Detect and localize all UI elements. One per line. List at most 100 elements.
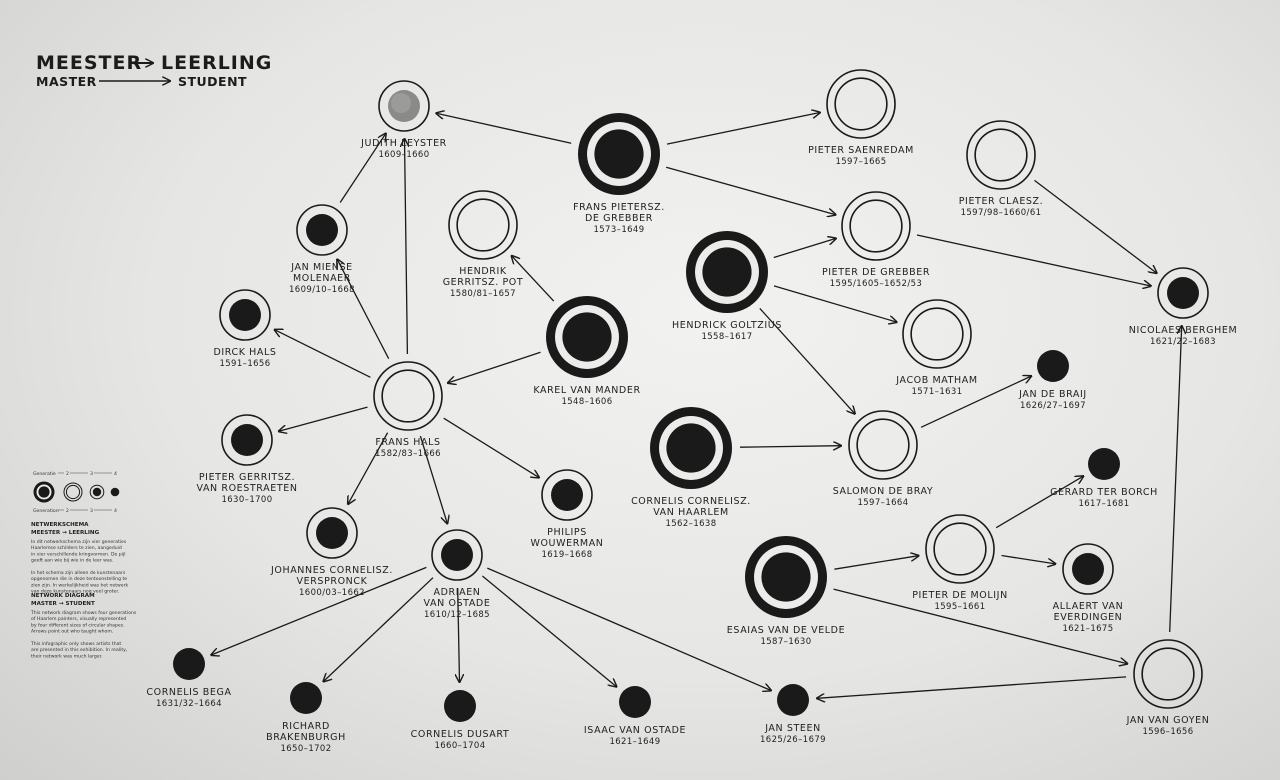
gen2-double-ring-icon (902, 299, 972, 369)
artist-name: GERRITSZ. POT (443, 277, 524, 288)
gen4-dot-icon (1037, 350, 1069, 382)
artist-name: JUDITH LEYSTER (360, 138, 447, 149)
arrow-adriaen-van-ostade-to-jan-steen (487, 567, 771, 690)
artist-name: RICHARD (282, 721, 330, 732)
artist-name: EVERDINGEN (1054, 612, 1123, 623)
artist-years: 1617–1681 (1078, 499, 1129, 509)
legend-nl-subheading: MEESTER → LEERLING (31, 530, 100, 536)
artist-name: CORNELIS CORNELISZ. (631, 496, 751, 507)
svg-text:4: 4 (114, 471, 117, 477)
artist-name: HENDRIK (459, 266, 507, 277)
artist-years: 1650–1702 (280, 744, 331, 754)
arrow-frans-de-grebber-to-pieter-de-grebber (666, 166, 835, 215)
arrow-hendrick-goltzius-to-salomon-de-bray (759, 307, 855, 413)
arrow-karel-van-mander-to-hendrick-pot (512, 256, 555, 302)
gen2-double-ring-icon (1133, 639, 1203, 709)
artist-name: FRANS PIETERSZ. (573, 202, 665, 213)
artist-name: JAN MIENSE (290, 262, 352, 273)
artist-years: 1630–1700 (221, 495, 272, 505)
artist-years: 1610/12–1685 (424, 610, 490, 620)
artist-years: 1595–1661 (934, 602, 985, 612)
arrow-jan-van-goyen-to-jan-steen (817, 676, 1127, 698)
artist-name: PIETER DE GREBBER (822, 267, 930, 278)
arrow-frans-hals-to-pieter-van-roestraeten (279, 406, 368, 431)
gen4-dot-icon (444, 690, 476, 722)
artist-years: 1573–1649 (593, 225, 644, 235)
artist-name: MOLENAER (293, 273, 351, 284)
svg-text:2: 2 (66, 471, 69, 477)
svg-text:3: 3 (90, 471, 93, 477)
arrow-pieter-claesz-to-nicolaes-berchem (1034, 179, 1157, 273)
artist-years: 1609/10–1668 (289, 285, 355, 295)
gen3-ring-dot-icon (1157, 267, 1209, 319)
gen3-ring-dot-icon (219, 289, 271, 341)
artist-years: 1597–1664 (857, 498, 908, 508)
legend-nl-text: In dit netwerkschema zijn vier generatie… (31, 539, 129, 595)
legend-text-line: This network diagram shows four generati… (30, 610, 137, 616)
arrow-adriaen-van-ostade-to-cornelis-bega (211, 566, 427, 655)
artist-name: VAN HAARLEM (653, 507, 729, 518)
gen2-double-ring-icon (925, 514, 995, 584)
artist-years: 1596–1656 (1142, 727, 1193, 737)
legend-circle-gen-1 (33, 481, 55, 503)
legend-nl-heading: NETWERKSCHEMA (31, 522, 89, 528)
gen2-double-ring-icon (841, 191, 911, 261)
gen4-dot-icon (1088, 448, 1120, 480)
artist-name: VERSPRONCK (297, 576, 368, 587)
legend-text-line: In dit netwerkschema zijn vier generatie… (31, 539, 127, 545)
arrow-frans-hals-to-philips-wouwerman (443, 417, 539, 477)
artist-name: PIETER SAENREDAM (808, 145, 914, 156)
legend-text-line: of Haarlem painters, visually represente… (31, 616, 126, 622)
gen3-ring-dot-icon (221, 414, 273, 466)
node-johannes-verspronck: JOHANNES CORNELISZ.VERSPRONCK1600/03–166… (270, 507, 392, 598)
arrow-adriaen-van-ostade-to-cornelis-dusart (458, 587, 460, 682)
artist-years: 1660–1704 (434, 741, 485, 751)
legend-text-line: zien zijn. In werkelijkheid was het netw… (31, 582, 129, 588)
svg-text:4: 4 (114, 508, 117, 514)
gen3-ring-dot-icon (306, 507, 358, 559)
arrow-frans-hals-to-dirck-hals (275, 330, 371, 378)
legend-en-text: This network diagram shows four generati… (30, 610, 137, 659)
legend-text-line: This infographic only shows artists that (30, 641, 121, 647)
artist-name: BRAKENBURGH (266, 732, 346, 743)
gen4-dot-icon (173, 648, 205, 680)
artist-name: PIETER CLAESZ. (959, 196, 1044, 207)
artist-name: VAN ROESTRAETEN (196, 483, 297, 494)
arrow-esaias-van-de-velde-to-jan-van-goyen (833, 588, 1128, 664)
legend-text-line: Haarlemse schilders te zien, aangeduid (31, 545, 122, 551)
artist-name: JACOB MATHAM (895, 375, 977, 386)
arrow-jan-miense-molenaer-to-judith-leyster (339, 134, 386, 203)
gen2-double-ring-icon (448, 190, 518, 260)
artist-name: DIRCK HALS (213, 347, 276, 358)
arrow-pieter-de-molijn-to-gerard-ter-borch (995, 476, 1083, 529)
artist-years: 1621–1649 (609, 737, 660, 747)
gen4-dot-icon (290, 682, 322, 714)
legend-circle-gen-2 (63, 482, 83, 502)
arrow-hendrick-goltzius-to-pieter-de-grebber (773, 238, 836, 259)
artist-years: 1597/98–1660/61 (961, 208, 1042, 218)
node-pieter-claesz: PIETER CLAESZ.1597/98–1660/61 (959, 120, 1044, 218)
arrow-salomon-de-bray-to-jan-de-braij (920, 376, 1031, 428)
artist-years: 1626/27–1697 (1020, 401, 1086, 411)
svg-text:2: 2 (66, 508, 69, 514)
gen2-double-ring-icon (373, 361, 443, 431)
arrow-hendrick-goltzius-to-jacob-matham (773, 285, 897, 322)
